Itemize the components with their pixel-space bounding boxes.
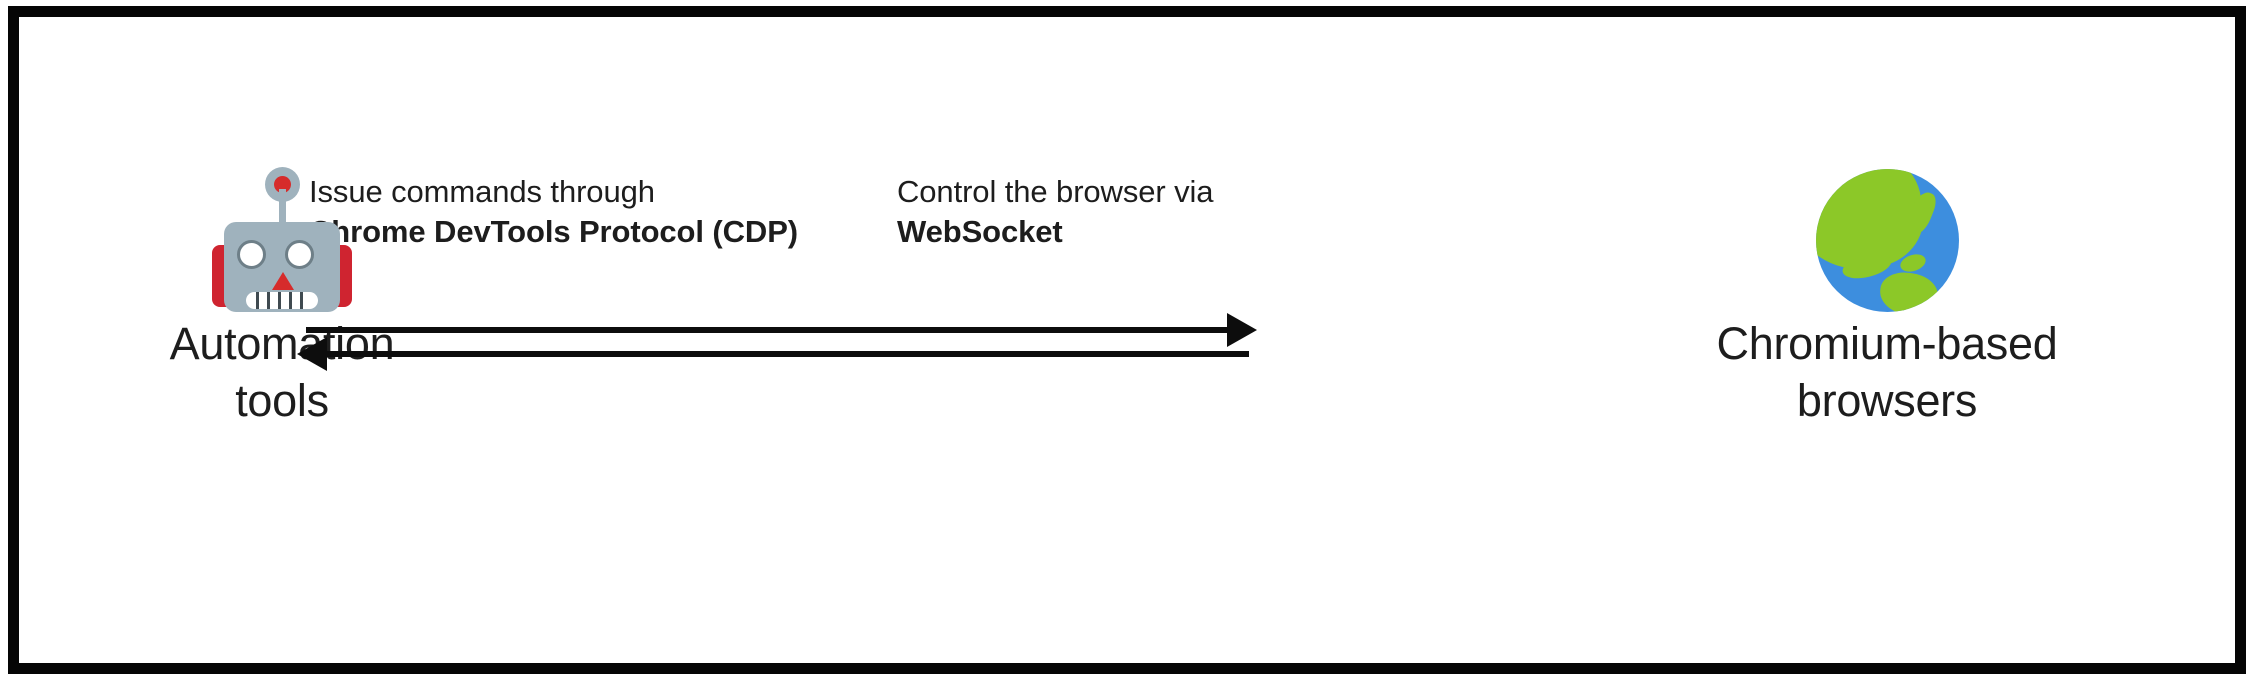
robot-eye-left (237, 240, 266, 269)
arrow-head-right-icon (1227, 313, 1257, 347)
node-automation-tools: Automation tools (107, 167, 457, 429)
node-automation-tools-caption-line-2: tools (235, 374, 329, 426)
globe-icon (1815, 167, 1959, 312)
node-automation-tools-caption: Automation tools (107, 316, 457, 429)
diagram-canvas: Automation tools Issue commands through … (19, 17, 2235, 663)
node-chromium-based-browsers-caption-line-2: browsers (1796, 374, 1978, 426)
node-chromium-based-browsers-caption: Chromium-based browsers (1647, 316, 2127, 429)
edge-label-websocket: Control the browser via WebSocket (897, 172, 1214, 253)
robot-tooth-gap (300, 292, 303, 309)
node-automation-tools-caption-line-1: Automation (169, 318, 395, 369)
node-chromium-based-browsers-caption-line-1: Chromium-based (1716, 318, 2058, 369)
edge-label-websocket-line-1: Control the browser via (897, 174, 1214, 209)
robot-tooth-gap (289, 292, 292, 309)
robot-nose (272, 272, 294, 290)
edge-label-cdp: Issue commands through Chrome DevTools P… (309, 172, 798, 253)
arrow-group (297, 307, 1257, 371)
robot-antenna-stem (279, 189, 286, 229)
edge-label-cdp-line-2: Chrome DevTools Protocol (CDP) (309, 214, 799, 250)
robot-icon (212, 167, 352, 312)
robot-tooth-gap (267, 292, 270, 309)
node-chromium-based-browsers: Chromium-based browsers (1647, 167, 2127, 429)
edge-label-cdp-line-1: Issue commands through (309, 174, 655, 209)
diagram-frame: Automation tools Issue commands through … (8, 6, 2246, 674)
globe-sphere (1815, 169, 1959, 312)
robot-head (224, 222, 340, 312)
arrow-backward-line (319, 351, 1249, 357)
globe-land-australia (1877, 270, 1940, 312)
robot-tooth-gap (256, 292, 259, 309)
robot-mouth (246, 292, 318, 309)
robot-eye-right (285, 240, 314, 269)
arrow-forward-line (306, 327, 1241, 333)
robot-tooth-gap (278, 292, 281, 309)
edge-label-websocket-line-2: WebSocket (897, 214, 1063, 250)
arrow-head-left-icon (297, 337, 327, 371)
